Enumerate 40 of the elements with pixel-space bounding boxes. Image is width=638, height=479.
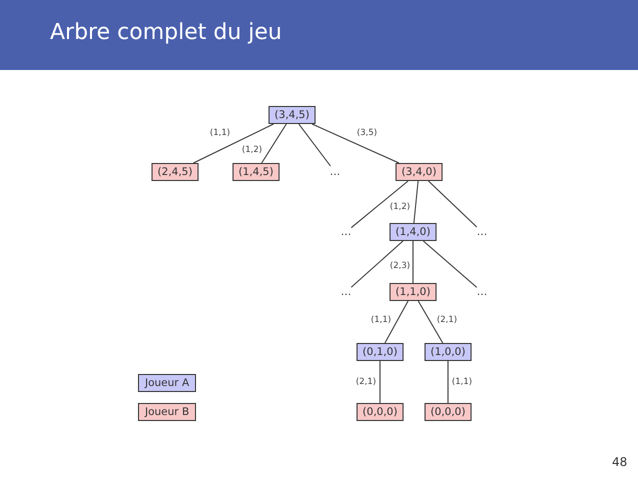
state-box: (3,4,0)	[396, 163, 442, 181]
edge-label: (2,1)	[354, 377, 378, 387]
tree-edge	[412, 240, 414, 284]
state-box: (1,0,0)	[424, 343, 472, 361]
tree-edge	[192, 124, 274, 164]
tree-edge	[418, 300, 444, 344]
tree-edge	[261, 124, 287, 164]
tree-edge	[422, 240, 478, 288]
state-box: (0,1,0)	[356, 343, 404, 361]
state-box: (3,4,5)	[268, 106, 316, 124]
state-box: (1,4,0)	[390, 223, 436, 241]
legend-key: Joueur A	[138, 374, 196, 392]
tree-edge	[428, 180, 478, 228]
edge-label: (1,1)	[208, 128, 232, 138]
legend-key: Joueur B	[138, 403, 196, 421]
edge-label: (2,1)	[436, 315, 458, 325]
state-box: (2,4,5)	[152, 163, 198, 181]
tree-edge	[384, 300, 409, 344]
tree-edge	[350, 180, 409, 228]
state-box: (1,1,0)	[390, 283, 436, 301]
slide-title: Arbre complet du jeu	[50, 20, 282, 45]
tree-edge	[413, 180, 419, 224]
tree-edge	[298, 124, 331, 166]
edge-label: (1,2)	[240, 145, 264, 155]
edge-label: (3,5)	[356, 128, 378, 138]
edge-label: (1,1)	[370, 315, 392, 325]
state-box: (0,0,0)	[356, 403, 404, 421]
tree-edge	[350, 240, 404, 288]
state-box: (1,4,5)	[232, 163, 280, 181]
ellipsis-text: …	[330, 166, 340, 178]
ellipsis-text: …	[340, 286, 352, 298]
edge-label: (1,2)	[388, 202, 412, 212]
page-number: 48	[612, 455, 628, 469]
ellipsis-text: …	[476, 226, 488, 238]
edge-label: (1,1)	[450, 377, 474, 387]
state-box: (0,0,0)	[424, 403, 472, 421]
edge-label: (2,3)	[388, 261, 412, 271]
ellipsis-text: …	[340, 226, 352, 238]
tree-edge	[312, 124, 400, 164]
ellipsis-text: …	[476, 286, 488, 298]
